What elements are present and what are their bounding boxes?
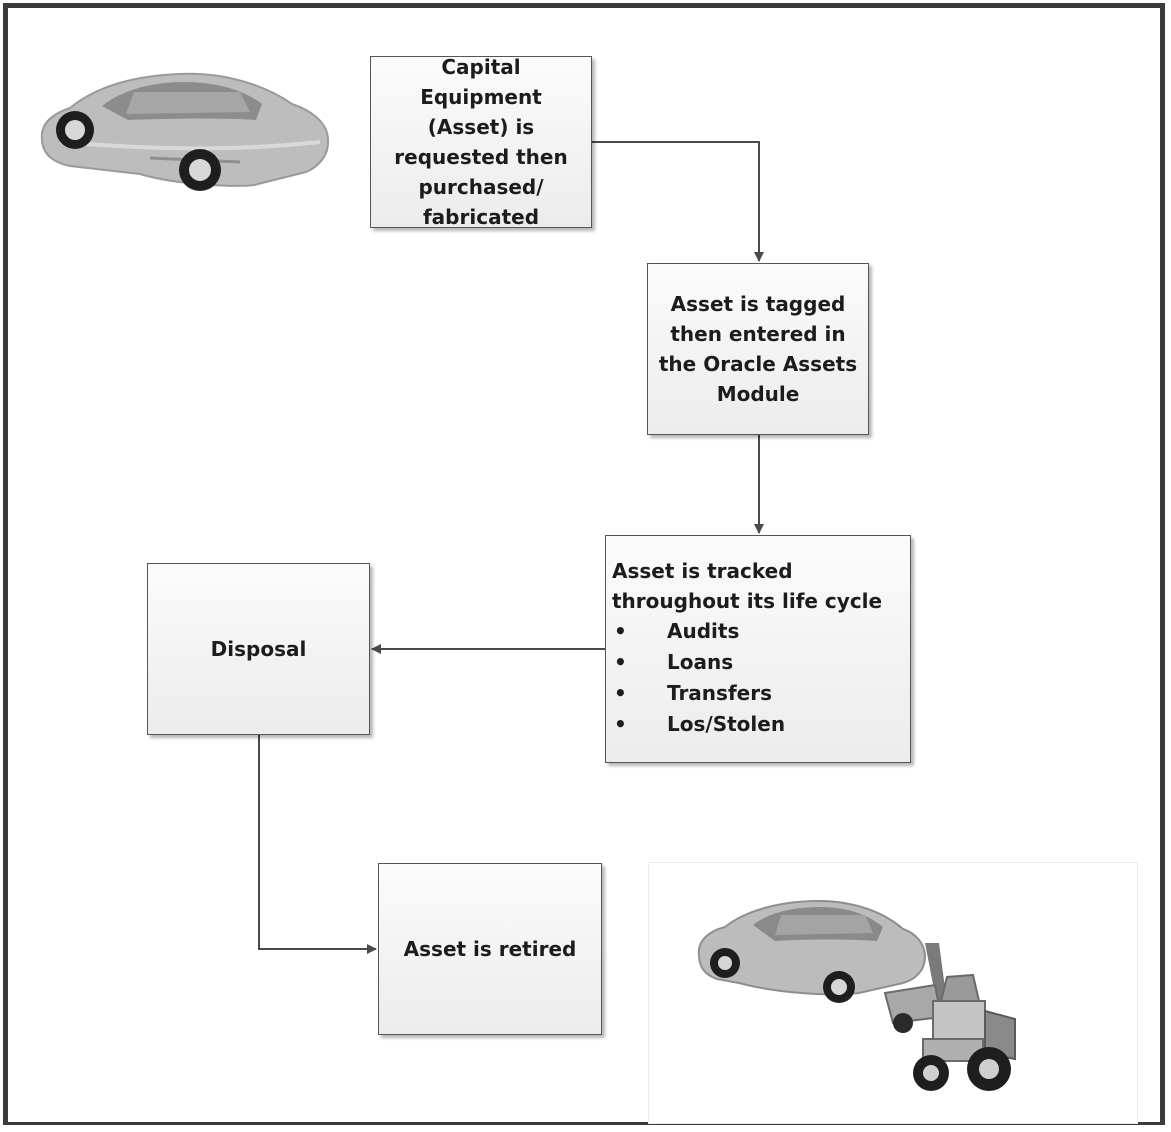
step-disposal: Disposal bbox=[147, 563, 370, 735]
step-asset-retired: Asset is retired bbox=[378, 863, 602, 1035]
list-item: • Audits bbox=[612, 616, 904, 647]
step-disposal-label: Disposal bbox=[210, 637, 307, 661]
list-item-label: Loans bbox=[667, 650, 734, 674]
bullet-icon: • bbox=[614, 712, 627, 736]
bullet-icon: • bbox=[614, 619, 627, 643]
list-item: • Transfers bbox=[612, 678, 904, 709]
list-item-label: Transfers bbox=[667, 681, 772, 705]
list-item: • Loans bbox=[612, 647, 904, 678]
car-icon bbox=[40, 72, 330, 191]
step-asset-retired-label: Asset is retired bbox=[403, 937, 577, 961]
step-capital-equipment-label: Capital Equipment (Asset) is requested t… bbox=[394, 55, 568, 229]
connector-disposal-to-retired bbox=[258, 735, 377, 954]
vehicles-picture-panel bbox=[648, 862, 1138, 1124]
list-item-label: Los/Stolen bbox=[667, 712, 786, 736]
car-and-tractor-icon bbox=[697, 899, 1016, 1091]
tracked-activities-list: • Audits • Loans • Transfers • Los/Stolen bbox=[612, 616, 904, 740]
step-asset-tracked-label: Asset is tracked throughout its life cyc… bbox=[612, 559, 883, 613]
step-asset-tracked: Asset is tracked throughout its life cyc… bbox=[605, 535, 911, 763]
bullet-icon: • bbox=[614, 681, 627, 705]
bullet-icon: • bbox=[614, 650, 627, 674]
step-asset-tagged: Asset is tagged then entered in the Orac… bbox=[647, 263, 869, 435]
list-item-label: Audits bbox=[667, 619, 740, 643]
list-item: • Los/Stolen bbox=[612, 709, 904, 740]
step-capital-equipment: Capital Equipment (Asset) is requested t… bbox=[370, 55, 592, 229]
step-asset-tagged-label: Asset is tagged then entered in the Orac… bbox=[658, 292, 858, 406]
connector-capital-to-tagged bbox=[592, 141, 764, 262]
